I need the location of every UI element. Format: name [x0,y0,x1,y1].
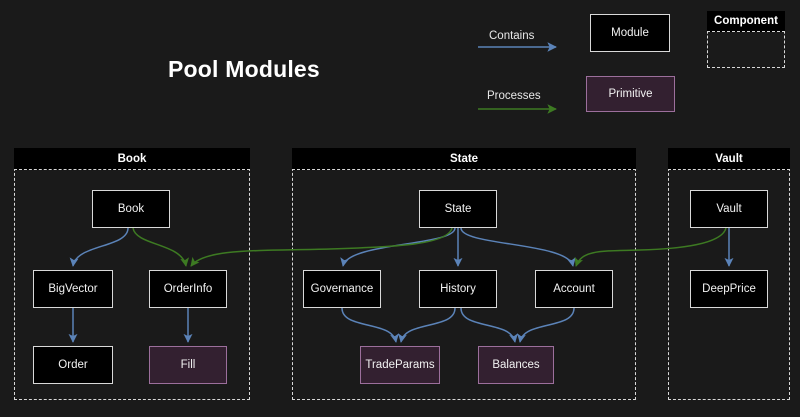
legend-primitive-label: Primitive [608,88,653,100]
legend-processes-label: Processes [487,90,541,102]
node-fill[interactable]: Fill [149,346,227,384]
group-vault-label: Vault [715,152,743,165]
group-vault-header: Vault [668,148,790,170]
legend-component-label: Component [714,15,778,27]
group-book-label: Book [117,152,147,165]
node-order[interactable]: Order [33,346,113,384]
node-order-label: Order [58,359,88,371]
node-book[interactable]: Book [92,190,170,228]
node-account-label: Account [553,283,595,295]
group-book-header: Book [14,148,250,170]
group-state-header: State [292,148,636,170]
node-bigvector[interactable]: BigVector [33,270,113,308]
group-state-label: State [449,152,479,165]
node-state-label: State [444,203,472,215]
node-balances-label: Balances [492,359,540,371]
legend-component-header: Component [707,11,785,32]
node-history[interactable]: History [419,270,497,308]
legend-module-label: Module [611,27,649,39]
node-tradeparams-label: TradeParams [365,359,435,371]
node-tradeparams[interactable]: TradeParams [360,346,440,384]
node-book-label: Book [117,203,145,215]
node-deepprice-label: DeepPrice [702,283,756,295]
node-balances[interactable]: Balances [478,346,554,384]
node-vault-label: Vault [716,203,742,215]
legend-module-box: Module [590,14,670,52]
node-vault[interactable]: Vault [690,190,768,228]
node-orderinfo[interactable]: OrderInfo [149,270,227,308]
node-orderinfo-label: OrderInfo [163,283,213,295]
node-deepprice[interactable]: DeepPrice [690,270,768,308]
legend-contains-label: Contains [489,30,535,42]
node-governance-label: Governance [310,283,374,295]
node-governance[interactable]: Governance [303,270,381,308]
node-state[interactable]: State [419,190,497,228]
node-account[interactable]: Account [535,270,613,308]
legend-primitive-box: Primitive [586,76,675,112]
diagram-title: Pool Modules [168,56,320,82]
node-bigvector-label: BigVector [48,283,98,295]
node-history-label: History [440,283,476,295]
node-fill-label: Fill [180,359,196,371]
